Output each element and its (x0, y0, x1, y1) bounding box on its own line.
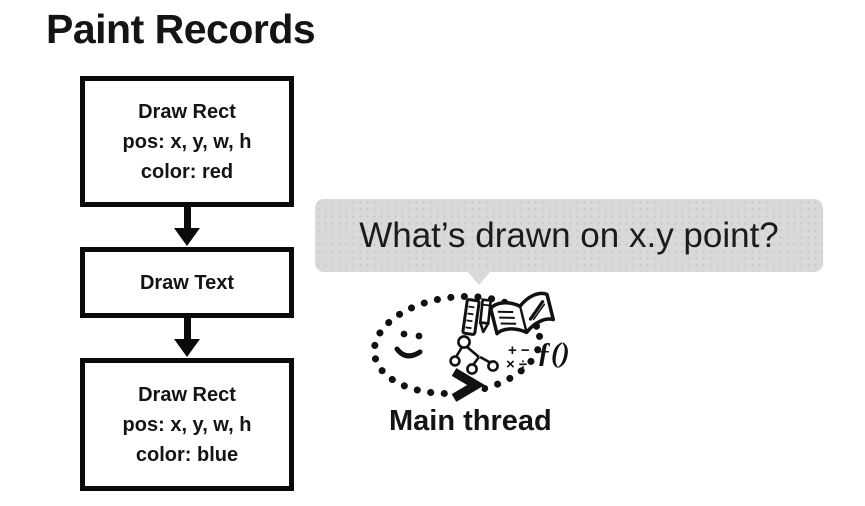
function-icon: ƒ() (537, 338, 570, 369)
flow-box-draw-rect-red: Draw Rect pos: x, y, w, h color: red (80, 76, 294, 207)
arrow-head (174, 228, 200, 246)
smiley-face-icon (394, 330, 423, 359)
main-thread-illustration: + − × ÷ ƒ() (370, 291, 570, 402)
speech-bubble: What’s drawn on x.y point? (315, 199, 823, 285)
flow-box-line: color: red (140, 160, 234, 183)
flow-box-draw-text: Draw Text (80, 247, 294, 318)
down-arrow-icon (174, 207, 200, 247)
flow-box-draw-rect-blue: Draw Rect pos: x, y, w, h color: blue (80, 358, 294, 491)
flow-box-line: Draw Rect (138, 100, 236, 123)
paint-records-flowchart: Draw Rect pos: x, y, w, h color: red Dra… (80, 76, 294, 491)
tree-graph-icon (449, 335, 499, 375)
svg-text:+ −: + − (508, 342, 530, 359)
arrow-stem (183, 207, 191, 228)
flow-box-line: color: blue (135, 443, 239, 466)
dotted-ellipse-icon (370, 292, 544, 398)
math-symbols-icon: + − × ÷ (506, 342, 530, 373)
flow-box-line: pos: x, y, w, h (122, 130, 252, 153)
svg-text:× ÷: × ÷ (506, 356, 527, 373)
flow-box-line: Draw Text (139, 271, 235, 294)
flow-box-line: Draw Rect (138, 383, 236, 406)
chevron-arrow-icon (451, 368, 485, 402)
page-title: Paint Records (46, 6, 316, 52)
pencil-icon (478, 298, 493, 334)
open-book-icon (488, 291, 556, 336)
flow-box-line: pos: x, y, w, h (122, 413, 252, 436)
down-arrow-icon (174, 318, 200, 358)
arrow-stem (183, 318, 191, 339)
speech-bubble-tail (467, 271, 491, 285)
speech-bubble-text: What’s drawn on x.y point? (359, 215, 779, 255)
main-thread-label: Main thread (389, 405, 552, 437)
ruler-icon (461, 298, 481, 336)
arrow-head (174, 339, 200, 357)
